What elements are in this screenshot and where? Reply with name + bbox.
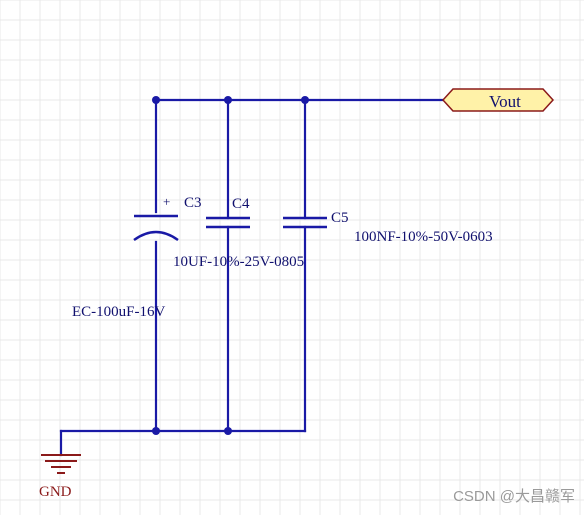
c3-polarity-mark: + — [163, 194, 170, 209]
c3-curved-plate — [133, 230, 179, 241]
junction-dot — [152, 427, 160, 435]
c4-value: 10UF-10%-25V-0805 — [173, 254, 304, 270]
capacitor-c3[interactable] — [133, 214, 179, 241]
ground-symbol[interactable] — [41, 454, 81, 474]
component-labels: + C3 EC-100uF-16V C4 10UF-10%-25V-0805 C… — [39, 194, 493, 500]
c3-value: EC-100uF-16V — [72, 304, 166, 320]
c3-designator: C3 — [184, 195, 202, 211]
c4-designator: C4 — [232, 196, 250, 212]
junction-dot — [152, 96, 160, 104]
ground-label: GND — [39, 484, 72, 500]
junctions — [152, 96, 309, 435]
watermark-text: CSDN @大昌赣军 — [453, 488, 575, 505]
junction-dot — [224, 96, 232, 104]
net-label-shape — [441, 88, 555, 112]
capacitor-c4[interactable] — [206, 216, 250, 229]
wires — [59, 98, 445, 457]
c5-designator: C5 — [331, 210, 349, 226]
c5-value: 100NF-10%-50V-0603 — [354, 229, 493, 245]
junction-dot — [224, 427, 232, 435]
vout-net-label[interactable]: Vout — [441, 88, 555, 112]
capacitor-c5[interactable] — [283, 216, 327, 229]
junction-dot — [301, 96, 309, 104]
net-label-text: Vout — [489, 92, 521, 111]
